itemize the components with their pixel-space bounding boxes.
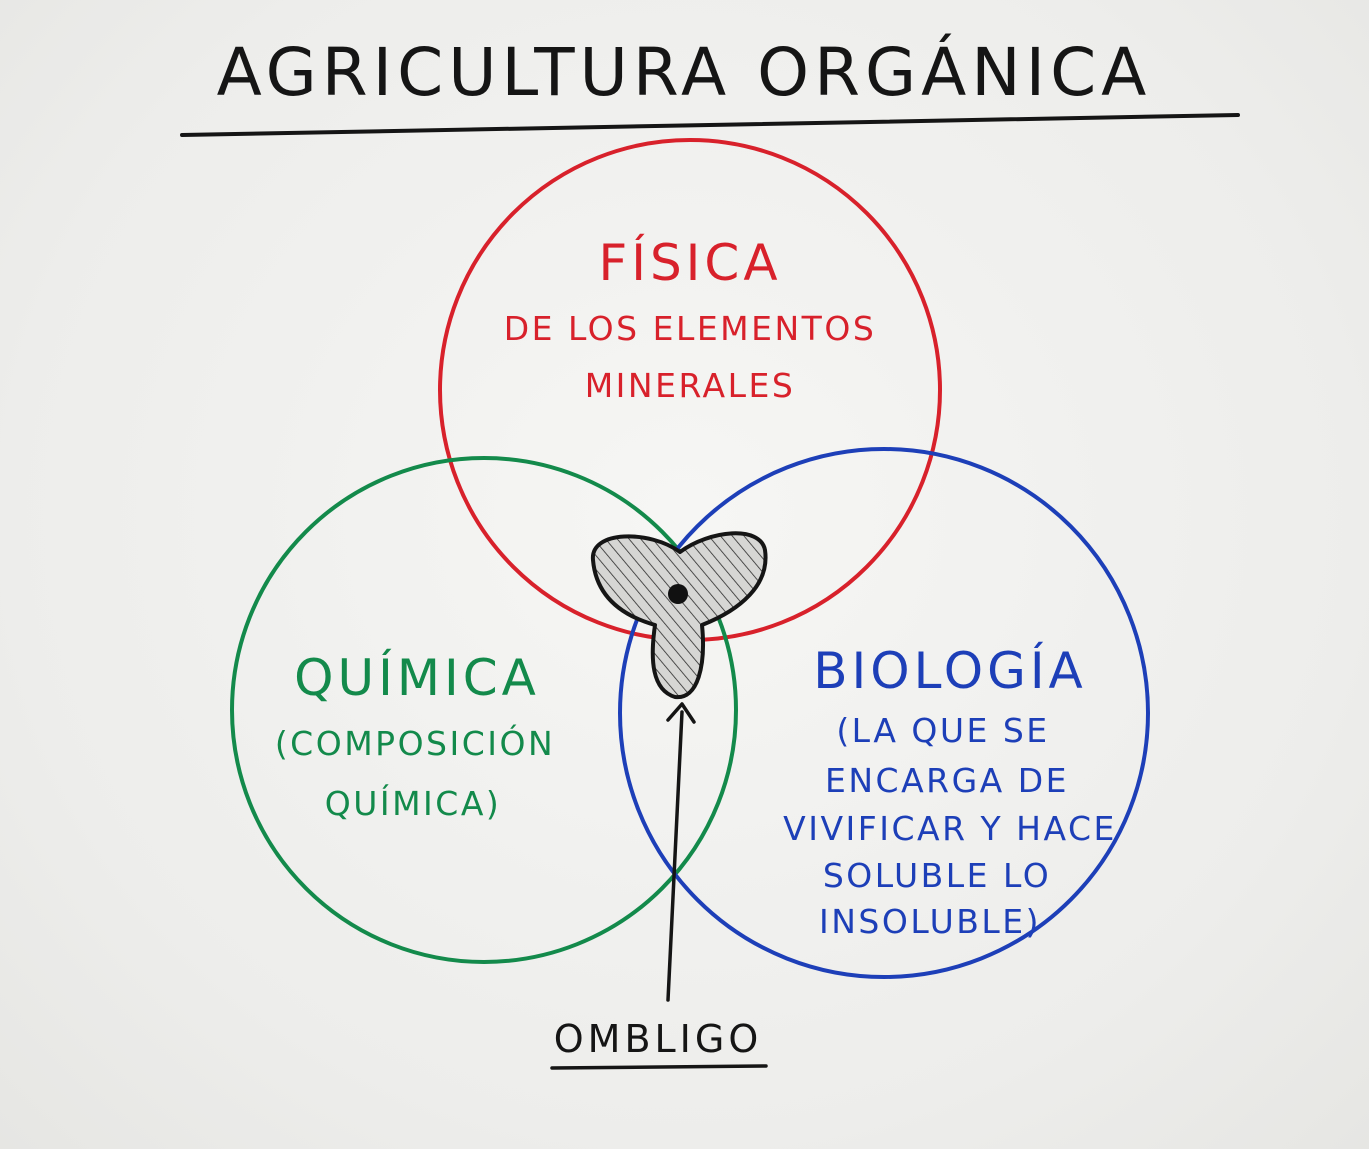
biologia-line-2: ENCARGA DE [825,761,1069,800]
quimica-line-1: (COMPOSICIÓN [275,723,555,763]
biologia-line-4: SOLUBLE LO [823,856,1051,895]
fisica-line-1: DE LOS ELEMENTOS [504,309,877,348]
biologia-line-1: (LA QUE SE [836,711,1049,750]
title-underline [180,113,1240,137]
quimica-circle [230,456,738,964]
ombligo-arrow [666,702,696,1002]
fisica-heading: FÍSICA [598,233,781,292]
biologia-heading: BIOLOGÍA [813,641,1087,700]
biologia-line-5: INSOLUBLE) [819,902,1041,941]
ombligo-underline [550,1064,768,1070]
center-dot [668,584,688,604]
fisica-line-2: MINERALES [585,366,796,405]
ombligo-label: OMBLIGO [554,1017,763,1061]
diagram-title: AGRICULTURA ORGÁNICA [217,34,1152,111]
quimica-line-2: QUÍMICA) [325,783,502,823]
ombligo-shape [590,531,768,700]
quimica-heading: QUÍMICA [294,648,540,707]
biologia-circle [618,447,1150,979]
biologia-line-3: VIVIFICAR Y HACE [783,809,1117,848]
